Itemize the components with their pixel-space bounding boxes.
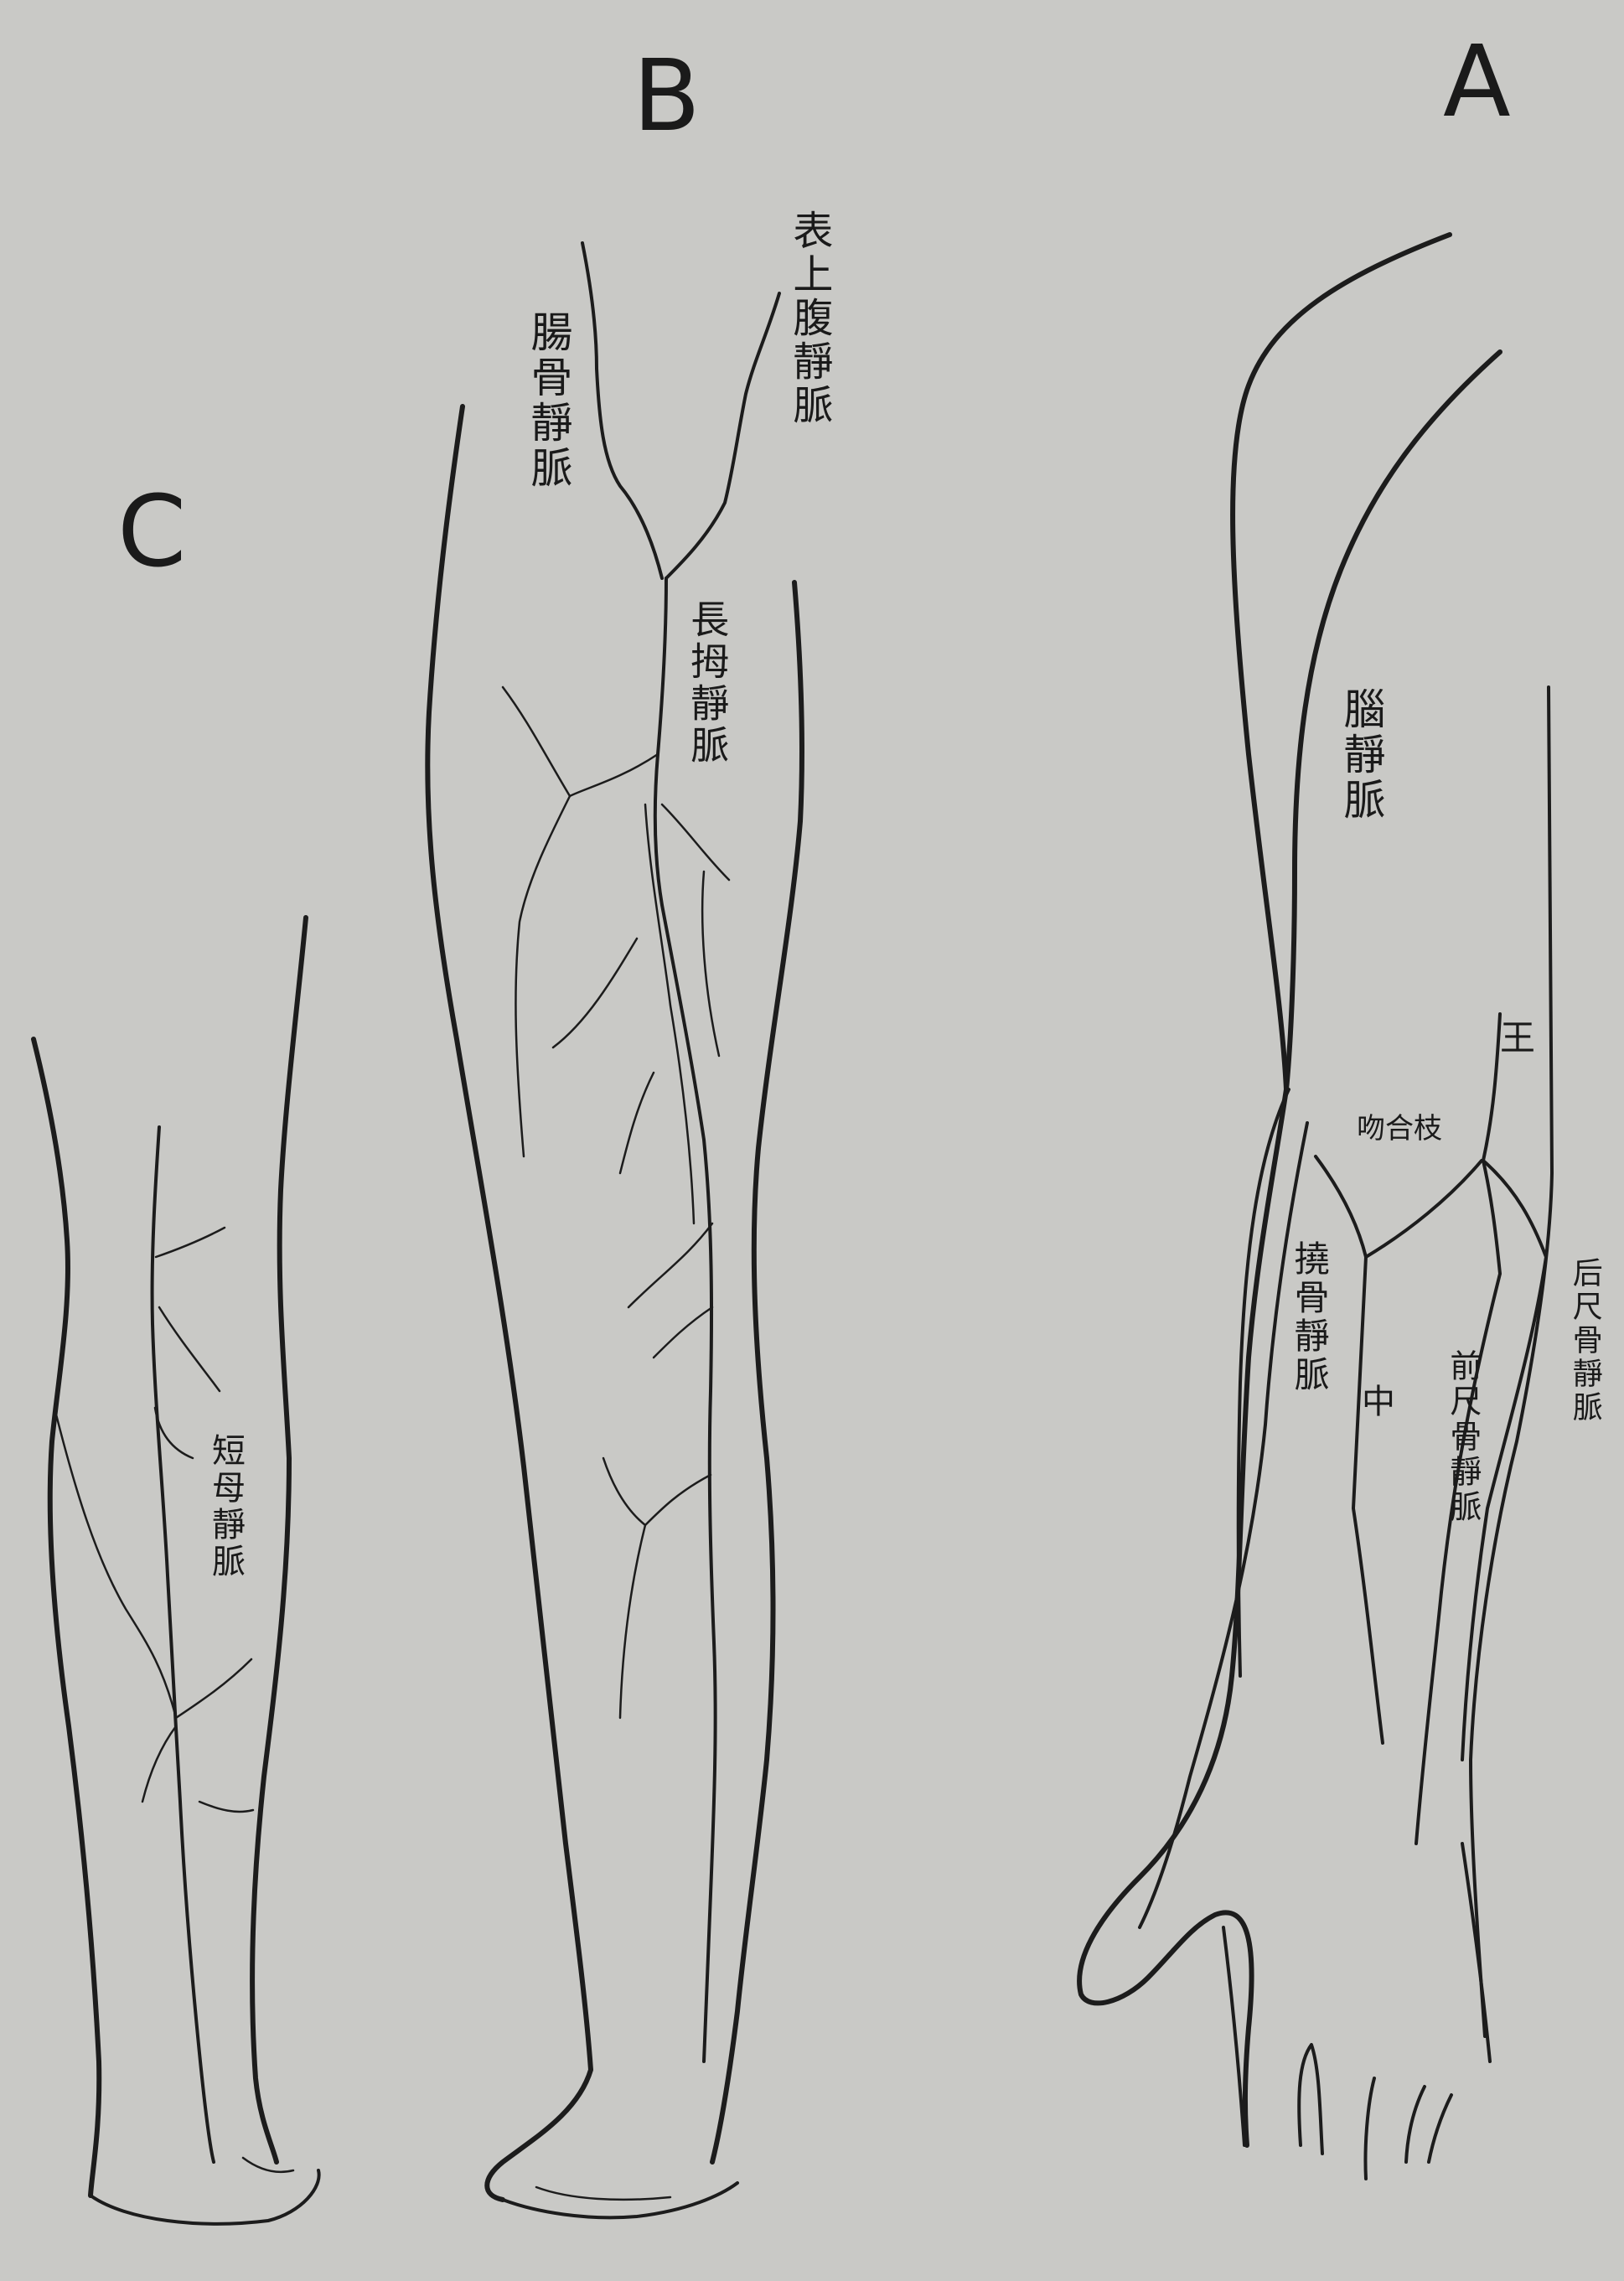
branch-c-4 — [54, 1408, 176, 1718]
panel-c-letter: C — [117, 482, 186, 581]
label-small-saphenous-vein: 短母靜脈 — [208, 1433, 243, 1580]
label-anastomosis: 吻合枝 — [1353, 1110, 1446, 1147]
great-saphenous-vein-parallel — [645, 804, 694, 1223]
panel-a-letter: A — [1443, 32, 1511, 131]
great-saphenous-vein-trunk — [655, 578, 716, 2061]
finger-line-3 — [1406, 2087, 1425, 2162]
finger-line-1 — [1299, 2045, 1322, 2154]
label-great-saphenous-vein: 長拇靜脈 — [687, 599, 727, 767]
branch-b-9 — [620, 1475, 711, 1718]
branch-b-10 — [603, 1458, 645, 1525]
panel-c-leg-drawing — [34, 918, 319, 2224]
branch-b-8 — [654, 1307, 712, 1358]
label-radial-vein: 撓骨靜脈 — [1290, 1240, 1327, 1394]
small-saphenous-vein-trunk — [153, 1127, 214, 2162]
branch-b-4 — [702, 872, 719, 1056]
arm-outer-contour — [1079, 235, 1450, 2145]
branch-b-6 — [620, 1073, 654, 1173]
label-anterior-ulnar-vein: 前尺骨靜脈 — [1446, 1349, 1479, 1525]
leg-c-right-contour — [252, 918, 306, 2162]
iliac-vein-line — [582, 243, 662, 578]
branch-c-1 — [156, 1228, 225, 1257]
superficial-epigastric-vein-line — [666, 293, 779, 578]
arm-inner-contour — [1286, 352, 1500, 1089]
finger-line-4 — [1429, 2095, 1451, 2162]
branch-b-7 — [628, 1223, 712, 1307]
branch-c-6 — [142, 1726, 176, 1802]
finger-line-2 — [1365, 2078, 1374, 2179]
arm-right-contour — [1471, 687, 1552, 2036]
hand-wrist-right — [1462, 1844, 1490, 2061]
label-median: 中 — [1362, 1374, 1395, 1423]
leg-c-ankle-inner — [243, 2158, 293, 2172]
leg-b-left-contour — [427, 406, 591, 2200]
panel-b-leg-drawing — [427, 243, 802, 2217]
label-posterior-ulnar-vein: 后尺骨靜脈 — [1569, 1257, 1601, 1425]
leg-b-foot-inner — [536, 2187, 670, 2200]
leg-b-right-contour — [712, 582, 802, 2162]
panel-b-letter: B — [633, 46, 701, 145]
branch-c-2 — [159, 1307, 220, 1391]
leg-c-heel — [91, 2170, 319, 2224]
branch-b-2 — [515, 796, 570, 1156]
label-cephalic-vein: 腦靜脈 — [1339, 687, 1384, 823]
branch-b-3 — [662, 804, 729, 880]
radial-vein-line — [1140, 1123, 1307, 1927]
panel-a-arm-drawing — [1079, 235, 1552, 2179]
label-superficial-epigastric-vein: 表上腹靜脈 — [788, 209, 830, 427]
branch-c-7 — [199, 1802, 253, 1812]
leg-c-left-contour — [34, 1039, 99, 2196]
label-basilic-mark: 王 — [1500, 1010, 1535, 1061]
anastomosis-branch-line — [1366, 1161, 1482, 1257]
branch-b-1 — [503, 687, 658, 796]
branch-c-5 — [176, 1659, 251, 1718]
label-iliac-vein: 腸骨靜脈 — [526, 310, 571, 491]
branch-b-5 — [553, 939, 637, 1047]
hand-wrist-left — [1223, 1927, 1244, 2145]
